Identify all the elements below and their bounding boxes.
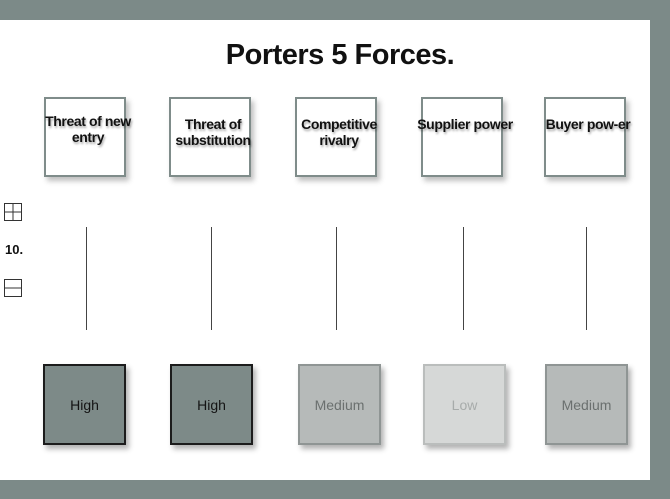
level-label: High — [197, 396, 226, 413]
force-label: Threat of new entry — [45, 113, 131, 145]
level-label: Medium — [561, 396, 612, 413]
connector-line — [86, 227, 87, 330]
zoom-in-button[interactable] — [4, 203, 22, 221]
force-box-competitive-rivalry: Competitive rivalry — [295, 97, 377, 177]
force-box-threat-of-substitution: Threat of substitution — [169, 97, 251, 177]
force-label: Threat of substitution — [175, 116, 251, 148]
force-box-supplier-power: Supplier power — [417, 97, 513, 177]
level-box-threat-of-new-entry: High — [43, 364, 126, 445]
force-box-buyer-power: Buyer pow-er — [544, 97, 631, 177]
level-box-competitive-rivalry: Medium — [298, 364, 381, 445]
force-label: Competitive rivalry — [301, 116, 377, 148]
page-title: Porters 5 Forces. — [225, 39, 455, 71]
minus-icon — [5, 287, 21, 289]
level-box-threat-of-substitution: High — [170, 364, 253, 445]
force-label: Supplier power — [417, 116, 513, 132]
force-box-threat-of-new-entry: Threat of new entry — [44, 97, 131, 177]
level-box-supplier-power: Low — [423, 364, 506, 445]
level-label: High — [70, 396, 99, 413]
plus-icon — [5, 204, 21, 220]
connector-line — [586, 227, 587, 330]
connector-line — [463, 227, 464, 330]
diagram-panel: Porters 5 Forces. 10. Threat of new entr… — [0, 20, 650, 480]
force-label: Buyer pow-er — [545, 116, 631, 132]
zoom-level: 10. — [5, 242, 24, 257]
level-label: Medium — [314, 396, 365, 413]
connector-line — [336, 227, 337, 330]
zoom-out-button[interactable] — [4, 279, 22, 297]
level-box-buyer-power: Medium — [545, 364, 628, 445]
level-label: Low — [451, 396, 478, 413]
connector-line — [211, 227, 212, 330]
